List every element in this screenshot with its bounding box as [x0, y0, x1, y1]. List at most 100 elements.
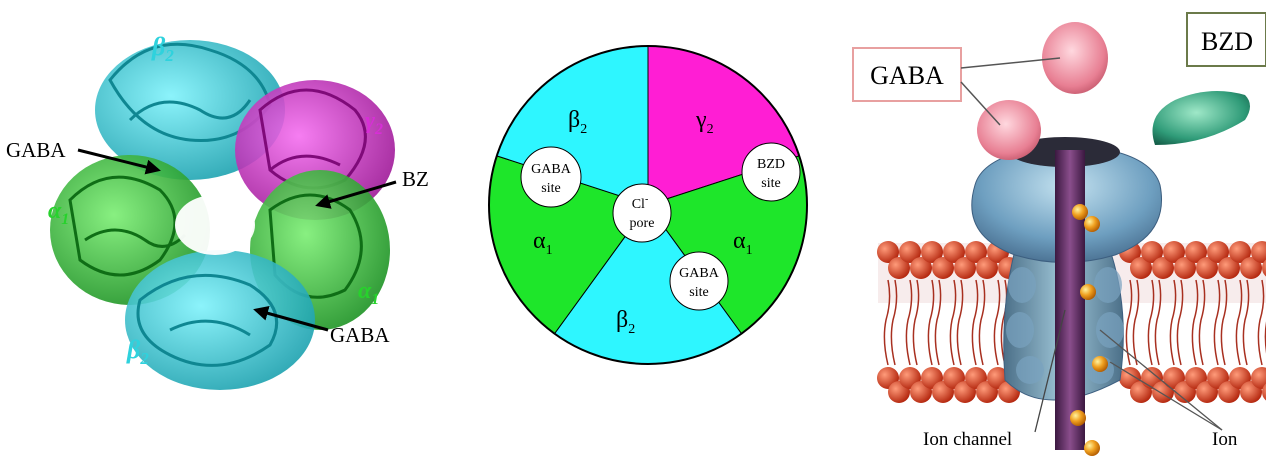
label-alpha1-left: α1 [48, 198, 69, 228]
lipid-head [1229, 241, 1251, 263]
wheel-label-alpha1-left: α1 [533, 228, 553, 258]
bzd-box-label: BZD [1201, 27, 1253, 56]
lipid-head [954, 257, 976, 279]
wheel-label-alpha1-right: α1 [733, 228, 753, 258]
lipid-tail [1191, 279, 1199, 366]
wheel-label-beta2-top: β2 [568, 107, 587, 137]
pore-circle [612, 183, 672, 243]
ion-channel-label: Ion channel [923, 429, 1012, 450]
lipid-tail [1213, 279, 1221, 366]
protein-structure-panel: β2 γ2 α1 α1 β2 GABA BZ GABA [6, 32, 429, 390]
lipid-tail [1257, 279, 1265, 366]
lipid-head [1240, 257, 1262, 279]
gaba-label-box [852, 47, 962, 102]
arrow-bz [315, 180, 397, 209]
lipid-tail [949, 279, 957, 366]
lipid-tail [1176, 279, 1184, 366]
ion-particle [1070, 410, 1086, 426]
label-beta2-bottom: β2 [126, 335, 149, 368]
lipid-head [910, 257, 932, 279]
gaba-site-right-circle [669, 251, 729, 311]
lipid-tail [934, 279, 942, 366]
wheel-outline [488, 45, 808, 365]
lipid-head [1130, 257, 1152, 279]
leader-gaba-upper [960, 57, 1061, 69]
lipid-tail [927, 279, 935, 366]
lipid-tail [890, 279, 898, 366]
ion-particle [1072, 204, 1088, 220]
gaba-site-right-line1: GABA [679, 266, 720, 281]
label-gaba-bottom: GABA [330, 323, 390, 347]
label-gamma2: γ2 [365, 108, 383, 138]
arrow-gaba-bottom [253, 305, 329, 332]
lipid-head [1262, 383, 1266, 401]
leader-ion-channel [1034, 309, 1066, 433]
wheel-label-gamma2: γ2 [695, 107, 714, 137]
lipid-tail [1169, 279, 1177, 366]
lipid-tail [1242, 279, 1250, 366]
lipid-head [1207, 241, 1229, 263]
lipid-head [965, 241, 987, 263]
lipid-tail [956, 279, 964, 366]
ion-pore [1055, 150, 1085, 450]
label-beta2-top: β2 [151, 32, 174, 65]
lipid-head [1163, 241, 1185, 263]
lipid-head [888, 257, 910, 279]
label-bz: BZ [402, 167, 429, 191]
lipid-tail [1154, 279, 1162, 366]
wheel-label-beta2-bottom: β2 [616, 307, 635, 337]
lipid-tail [1220, 279, 1228, 366]
lipid-head [932, 257, 954, 279]
lipid-head [921, 241, 943, 263]
leader-ion-2 [1109, 361, 1223, 431]
ion-particle [1080, 284, 1096, 300]
gaba-molecule-upper [1042, 22, 1108, 94]
lipid-head [1251, 367, 1266, 389]
gaba-molecule-lower [977, 100, 1041, 160]
lipid-tail [905, 279, 913, 366]
lipid-tail [1198, 279, 1206, 366]
lipid-tail [1147, 279, 1155, 366]
ion-particle [1092, 356, 1108, 372]
lipid-head [976, 257, 998, 279]
pore-line2: pore [630, 216, 655, 231]
ion-label: Ion [1212, 429, 1238, 450]
lipid-tail [1132, 279, 1140, 366]
lipid-head [1218, 257, 1240, 279]
gaba-site-left-line1: GABA [531, 162, 572, 177]
lipid-head [1141, 241, 1163, 263]
lipid-head [877, 241, 899, 263]
lipid-tail [1235, 279, 1243, 366]
lipid-tail [912, 279, 920, 366]
label-alpha1-right: α1 [358, 278, 379, 308]
bzd-site-circle [741, 142, 801, 202]
ion-channel-panel: GABA BZD Ion channel Ion [852, 12, 1266, 456]
leader-gaba-lower [960, 81, 1001, 126]
label-gaba-top: GABA [6, 138, 66, 162]
gaba-box-label: GABA [870, 61, 944, 90]
lipid-head [1174, 257, 1196, 279]
ions-group [1070, 204, 1108, 456]
lipid-tail [978, 279, 986, 366]
lipid-tail [883, 279, 891, 366]
subunit-beta2-bottom-ribbon [125, 250, 315, 390]
bzd-molecule [1152, 91, 1250, 145]
lipid-head [1185, 241, 1207, 263]
pore-line1: Cl- [632, 194, 649, 212]
lipid-head [943, 241, 965, 263]
gaba-site-left-circle [520, 146, 582, 208]
gaba-site-right-line2: site [689, 285, 708, 300]
leader-ion-1 [1099, 329, 1223, 431]
lipid-tail [1125, 279, 1133, 366]
lipid-head [1262, 259, 1266, 277]
lipid-head [899, 241, 921, 263]
bzd-label-box [1186, 12, 1266, 67]
lipid-tail [971, 279, 979, 366]
bzd-site-line2: site [761, 176, 780, 191]
gaba-site-left-line2: site [541, 181, 560, 196]
ion-particle [1084, 440, 1100, 456]
ion-particle [1084, 216, 1100, 232]
bzd-site-line1: BZD [757, 157, 785, 172]
lipid-head [1196, 257, 1218, 279]
